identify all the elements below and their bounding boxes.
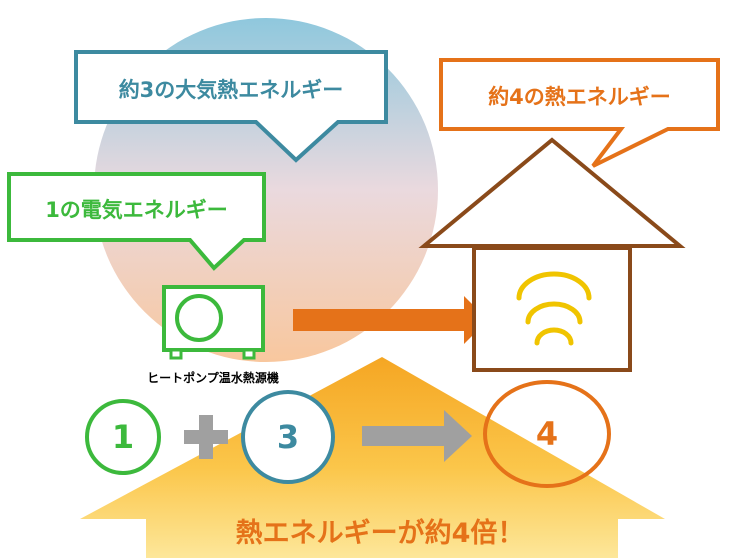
- gray-arrow-icon: [362, 410, 472, 462]
- equation-circle-electric: [85, 399, 161, 475]
- heat-waves-icon: [516, 271, 592, 346]
- banner-text: 熱エネルギーが約4倍！: [235, 518, 525, 549]
- callout-atmospheric-box: [74, 50, 388, 163]
- device-label: ヒートポンプ温水熱源機: [147, 371, 279, 385]
- equation-circle-atmospheric: [241, 390, 335, 484]
- callout-total-heat-label: 約4の熱エネルギー: [488, 85, 671, 109]
- callout-electric-label: 1の電気エネルギー: [45, 198, 228, 222]
- equation-value-atmospheric: 3: [276, 418, 300, 456]
- equation-value-electric: 1: [111, 418, 135, 456]
- heat-pump-unit-icon: [162, 285, 265, 360]
- callout-atmospheric-label: 約3の大気熱エネルギー: [118, 78, 344, 102]
- callout-total-heat-box: [439, 58, 720, 168]
- up-arrow-shape: [80, 357, 665, 558]
- callout-electric-box: [7, 172, 266, 271]
- equation-value-total: 4: [535, 415, 559, 453]
- house-icon: [418, 137, 686, 372]
- equation-circle-total: [483, 380, 611, 488]
- arrow-right-icon: [293, 296, 488, 344]
- plus-icon: [184, 415, 228, 459]
